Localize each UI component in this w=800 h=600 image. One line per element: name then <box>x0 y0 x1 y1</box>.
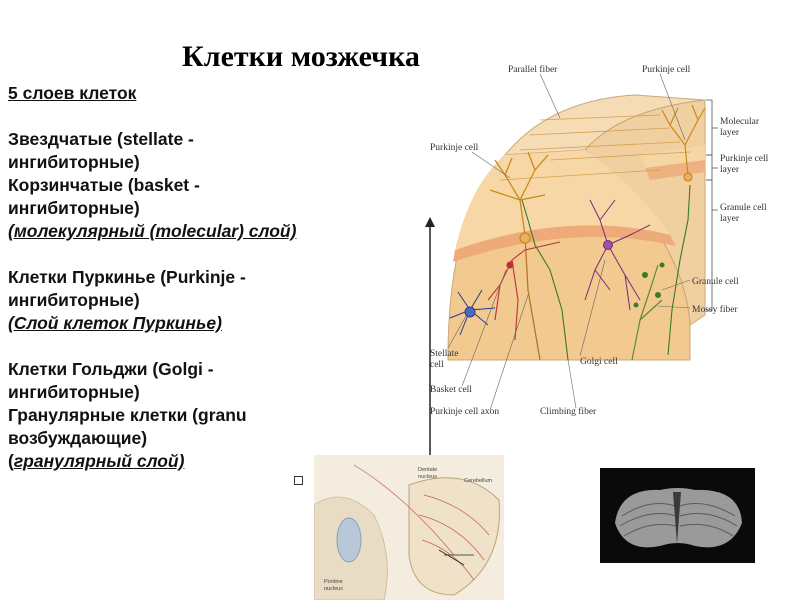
stellate-line-1: Звездчатые (stellate - <box>8 129 194 149</box>
layer-bracket <box>706 99 718 311</box>
mossy-fiber <box>631 264 663 361</box>
label-mossy-fiber: Mossy fiber <box>692 304 738 315</box>
stellate-line-2: ингибиторные) <box>8 152 140 172</box>
cortex-block <box>447 94 706 361</box>
molecular-layer-note: (молекулярный (molecular) слой) <box>8 221 297 241</box>
inset-label-cerebellum: Cerebellum <box>464 478 493 484</box>
label-purkinje-layer-1: Purkinje cell <box>720 154 769 164</box>
granule-cells <box>633 262 665 308</box>
label-parallel-fiber: Parallel fiber <box>508 64 558 75</box>
label-purkinje-cell-top: Purkinje cell <box>642 65 691 75</box>
layers-heading: 5 слоев клеток <box>8 83 137 103</box>
cerebellum-photo <box>600 468 755 563</box>
inset-label-pontine-2: nucleus <box>324 586 343 592</box>
granule-layer-text: гранулярный слой) <box>13 451 185 471</box>
golgi-line-2: ингибиторные) <box>8 382 140 402</box>
granule-line-2: возбуждающие) <box>8 428 148 448</box>
purkinje-line-1: Клетки Пуркинье (Purkinje - <box>8 267 246 287</box>
slide-bullet-square <box>294 476 303 485</box>
cerebellar-cortex-diagram: Parallel fiber Purkinje cell Purkinje ce… <box>430 64 769 417</box>
pointer-arrow <box>425 217 435 470</box>
label-molecular-layer-2: layer <box>720 128 740 138</box>
golgi-cell-neuron <box>584 199 651 311</box>
label-basket-cell: Basket cell <box>430 385 472 395</box>
granule-line-1: Гранулярные клетки (granu <box>8 405 247 425</box>
label-molecular-layer-1: Molecular <box>720 117 760 127</box>
leader-lines <box>447 73 691 411</box>
inset-label-dentate-1: Dentate <box>418 467 437 473</box>
parallel-fibers <box>499 114 691 181</box>
basket-line-2: ингибиторные) <box>8 198 140 218</box>
inset-label-pontine-1: Pontine <box>324 579 343 585</box>
label-stellate-cell-1: Stellate <box>430 349 459 359</box>
climbing-fiber <box>521 184 691 361</box>
purkinje-line-2: ингибиторные) <box>8 290 140 310</box>
label-golgi-cell: Golgi cell <box>580 357 618 367</box>
label-purkinje-cell-axon: Purkinje cell axon <box>430 407 499 417</box>
label-purkinje-layer-2: layer <box>720 165 740 175</box>
slide-title: Клетки мозжечка <box>182 40 420 73</box>
granule-layer-note: (гранулярный слой) <box>8 450 338 473</box>
granule-layer-paren: ( <box>8 451 14 471</box>
purkinje-cell-left <box>489 151 549 361</box>
label-granule-layer-2: layer <box>720 214 740 224</box>
cell-layers-text: 5 слоев клеток Звездчатые (stellate - ин… <box>8 82 338 473</box>
label-granule-layer-1: Granule cell <box>720 203 767 213</box>
cerebellum-inset-image: Dentate nucleus Cerebellum Pontine nucle… <box>314 455 504 600</box>
label-climbing-fiber: Climbing fiber <box>540 406 597 417</box>
label-stellate-cell-2: cell <box>430 360 444 370</box>
purkinje-layer-band <box>453 225 676 262</box>
label-purkinje-cell-left: Purkinje cell <box>430 143 479 153</box>
golgi-line-1: Клетки Гольджи (Golgi - <box>8 359 214 379</box>
stellate-cell-neuron <box>449 289 496 336</box>
basket-line-1: Корзинчатые (basket - <box>8 175 200 195</box>
label-granule-cell: Granule cell <box>692 277 739 287</box>
purkinje-layer-note: (Слой клеток Пуркинье) <box>8 313 222 333</box>
molecular-layer-face <box>455 150 670 250</box>
inset-label-dentate-2: nucleus <box>418 474 437 480</box>
purkinje-cell-right <box>661 104 706 182</box>
